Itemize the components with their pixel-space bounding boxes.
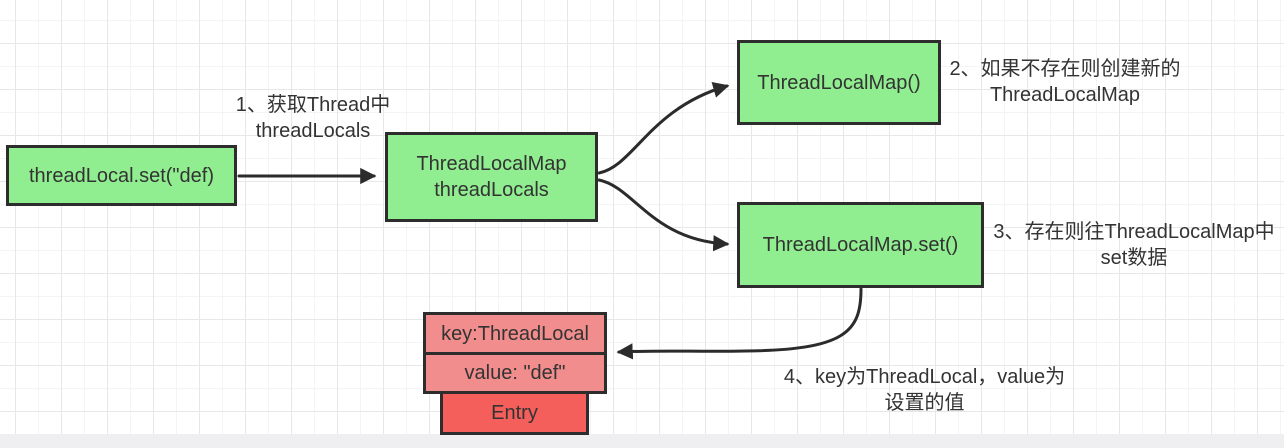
annotation-step1-line2: threadLocals [255,120,371,142]
node-threadlocals-line2: threadLocals [434,179,549,201]
node-threadlocal-set-label: threadLocal.set("def) [29,164,214,187]
node-threadlocalmap-constructor: ThreadLocalMap() [737,40,941,125]
node-entry-label: Entry [491,401,538,424]
canvas-bottom-band [0,434,1284,448]
annotation-step2-line1: 2、如果不存在则创建新的 [949,58,1181,80]
annotation-step3-line1: 3、存在则往ThreadLocalMap中 [993,221,1275,243]
annotation-step1-line1: 1、获取Thread中 [235,94,391,116]
edge-threadlocals-to-mapset [597,178,730,252]
annotation-step4-line2: 设置的值 [884,392,965,414]
annotation-step4-line1: 4、key为ThreadLocal，value为 [783,366,1066,388]
annotation-step3: 3、存在则往ThreadLocalMap中 set数据 [984,219,1284,271]
node-entry-value: value: "def" [423,352,607,394]
annotation-step2-line2: ThreadLocalMap [989,84,1141,106]
annotation-step3-line2: set数据 [1100,247,1168,269]
edge-threadlocals-to-mapctor [597,82,730,175]
node-threadlocals-line1: ThreadLocalMap [416,153,567,175]
node-threadlocal-set: threadLocal.set("def) [6,145,237,206]
node-entry-key-label: key:ThreadLocal [441,322,589,345]
edge-mapset-to-entrykey [616,287,863,360]
node-threadlocalmap-set-label: ThreadLocalMap.set() [762,234,959,256]
node-entry-value-label: value: "def" [464,362,566,384]
node-threadlocalmap-constructor-label: ThreadLocalMap() [757,71,921,94]
node-entry: Entry [440,390,589,435]
annotation-step4: 4、key为ThreadLocal，value为 设置的值 [772,364,1077,416]
annotation-step2: 2、如果不存在则创建新的 ThreadLocalMap [942,56,1188,108]
node-entry-key: key:ThreadLocal [423,312,607,355]
node-threadlocals: ThreadLocalMap threadLocals [385,132,598,222]
annotation-step1: 1、获取Thread中 threadLocals [218,92,408,144]
node-threadlocalmap-set: ThreadLocalMap.set() [737,202,984,288]
